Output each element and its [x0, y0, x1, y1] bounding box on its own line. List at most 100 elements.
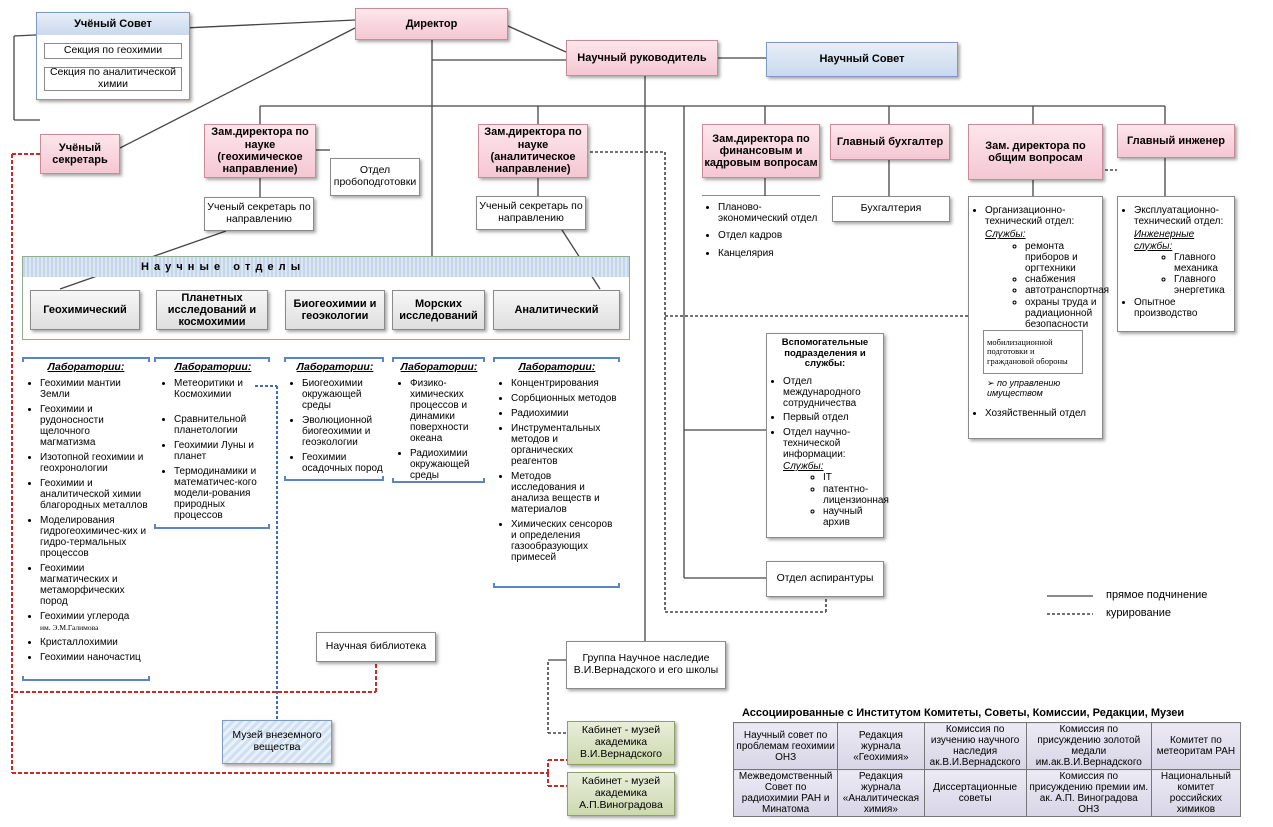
- assoc-cell[interactable]: Комиссия по присуждению золотой медали и…: [1025, 722, 1152, 770]
- lab-item: Эволюционной биогеохимии и геоэкологии: [302, 415, 384, 448]
- obsh-item: охраны труда и радиационной безопасности: [1025, 297, 1102, 331]
- assoc-title: Ассоциированные с Институтом Комитеты, С…: [742, 707, 1185, 719]
- zam-fin-box[interactable]: Зам.директора по финансовым и кадровым в…: [702, 124, 820, 178]
- lab-item: Кристаллохимии: [40, 637, 148, 648]
- otdel-bio[interactable]: Биогеохимии и геоэкологии: [285, 290, 385, 330]
- vspom-title: Вспомогательные подразделения и службы:: [781, 337, 869, 370]
- lab-item: Геохимии наночастиц: [40, 652, 148, 663]
- lab-item: Радиохимии окружающей среды: [410, 448, 484, 481]
- sec-napr-geo[interactable]: Ученый секретарь по направлению: [204, 197, 314, 231]
- vspom-box: Вспомогательные подразделения и службы: …: [766, 333, 889, 538]
- ing-list: Эксплуатационно-технический отдел: Инжен…: [1117, 196, 1235, 332]
- lab-item: Моделирования гидрогеохимичес-ких и гидр…: [40, 515, 148, 559]
- gruppa-box[interactable]: Группа Научное наследие В.И.Вернадского …: [566, 641, 726, 689]
- sekciya-anal[interactable]: Секция по аналитической химии: [44, 66, 182, 91]
- assoc-cell[interactable]: Комиссия по присуждению премии им. ак. А…: [1025, 769, 1152, 817]
- bracket-bio: [284, 357, 384, 362]
- lab-item: Геохимии и рудоносности щелочного магмат…: [40, 404, 148, 448]
- vspom-sluzhby: Службы:: [783, 461, 824, 473]
- otdel-probo-box[interactable]: Отдел пробоподготовки: [330, 158, 420, 196]
- ing-item: Главного энергетика: [1174, 274, 1234, 296]
- labs-plan: Лаборатории: Метеоритики и Космохимии Ср…: [158, 361, 268, 525]
- aspirant-box[interactable]: Отдел аспирантуры: [766, 561, 884, 597]
- lab-item: Сравнительной планетологии: [174, 414, 268, 436]
- bracket-plan: [154, 357, 270, 362]
- bracket-geo: [22, 357, 150, 362]
- lab-item: Геохимии и аналитической химии благородн…: [40, 478, 148, 511]
- lab-item: Геохимии магматических и метаморфических…: [40, 563, 148, 607]
- biblioteka-box[interactable]: Научная библиотека: [316, 632, 436, 662]
- assoc-cell[interactable]: Научный совет по проблемам геохимии ОНЗ: [732, 722, 839, 770]
- obsh-imush: ➢ по управлению имуществом: [987, 378, 1061, 399]
- vspom-sub: IT: [823, 472, 883, 483]
- obsh-sluzhby: Службы:: [985, 229, 1026, 241]
- assoc-table: Научный совет по проблемам геохимии ОНЗ …: [732, 722, 1242, 817]
- vspom-item: Отдел научно-технической информации: Слу…: [783, 426, 889, 529]
- obsh-item: ремонта приборов и оргтехники: [1025, 241, 1102, 275]
- lab-item: Концентрирования: [511, 378, 619, 389]
- labs-geo-header: Лаборатории:: [47, 361, 125, 373]
- lab-item: Химических сенсоров и определения газооб…: [511, 519, 619, 563]
- lab-item: Сорбционных методов: [511, 393, 619, 404]
- assoc-cell[interactable]: Комитет по метеоритам РАН: [1150, 722, 1242, 770]
- labs-geo: Лаборатории: Геохимии мантии Земли Геохи…: [24, 361, 148, 667]
- assoc-cell[interactable]: Национальный комитет российских химиков: [1150, 769, 1242, 817]
- labs-anal: Лаборатории: Концентрирования Сорбционны…: [495, 361, 619, 567]
- gl-ing-box[interactable]: Главный инженер: [1117, 124, 1235, 158]
- nauch-ruk-box[interactable]: Научный руководитель: [566, 40, 718, 76]
- fin-item: Канцелярия: [718, 248, 820, 259]
- ing-expl: Эксплуатационно-технический отдел: Инжен…: [1134, 205, 1234, 297]
- lab-item: Инструментальных методов и органических …: [511, 423, 619, 467]
- lab-item: Геохимии мантии Земли: [40, 378, 148, 400]
- buhgalteria-box[interactable]: Бухгалтерия: [832, 196, 950, 222]
- obsh-list: Организационно-технический отдел: Службы…: [968, 196, 1109, 439]
- lab-item: Физико-химических процессов и динамики п…: [410, 378, 484, 444]
- ing-sluzhby: Инженерные службы:: [1134, 229, 1195, 252]
- nauch-otdely-title: Н а у ч н ы е о т д е л ы: [23, 257, 629, 277]
- labs-plan-header: Лаборатории:: [174, 361, 252, 373]
- labs-mor-header: Лаборатории:: [400, 361, 478, 373]
- gl-buh-box[interactable]: Главный бухгалтер: [830, 124, 950, 160]
- kab-vernadsky-box[interactable]: Кабинет - музей академика В.И.Вернадског…: [567, 721, 675, 765]
- assoc-cell[interactable]: Комиссия по изучению научного наследия а…: [923, 722, 1027, 770]
- muzei-vnezem-box[interactable]: Музей внеземного вещества: [222, 720, 332, 764]
- uch-secretar-box[interactable]: Учёный секретарь: [40, 134, 120, 174]
- obsh-org: Организационно-технический отдел: Службы…: [985, 205, 1109, 331]
- vspom-item-label: Отдел научно-технической информации:: [783, 426, 851, 460]
- ing-item: Главного механика: [1174, 252, 1234, 274]
- legend-dashed: курирование: [1106, 607, 1171, 619]
- uchenyi-sovet-title: Учёный Совет: [37, 13, 189, 35]
- lab-item: Термодинамики и математичес-кого модели-…: [174, 466, 268, 521]
- obsh-imush-label: по управлению имуществом: [987, 378, 1061, 399]
- otdel-mor[interactable]: Морских исследований: [392, 290, 485, 330]
- otdel-anal[interactable]: Аналитический: [493, 290, 620, 330]
- nauch-otdely-panel: Н а у ч н ы е о т д е л ы: [22, 256, 630, 340]
- lab-item: Геохимии осадочных пород: [302, 452, 384, 474]
- zam-geo-box[interactable]: Зам.директора по науке (геохимическое на…: [204, 124, 316, 178]
- labs-bio: Лаборатории: Биогеохимии окружающей сред…: [286, 361, 384, 478]
- lab-item-label: Геохимии углерода: [40, 610, 130, 622]
- assoc-cell[interactable]: Межведомственный Совет по радиохимии РАН…: [732, 769, 839, 817]
- bracket-anal-bottom: [493, 583, 620, 588]
- obsh-mob: мобилизационной подготовки и граждановой…: [983, 330, 1083, 375]
- otdel-geo[interactable]: Геохимический: [30, 290, 140, 330]
- labs-anal-header: Лаборатории:: [518, 361, 596, 373]
- lab-item: Радиохимии: [511, 408, 619, 419]
- bracket-anal: [493, 357, 620, 362]
- sec-napr-anal[interactable]: Ученый секретарь по направлению: [476, 196, 586, 230]
- labs-bio-header: Лаборатории:: [296, 361, 374, 373]
- otdel-plan[interactable]: Планетных исследований и космохимии: [156, 290, 268, 330]
- director-box[interactable]: Директор: [355, 8, 508, 40]
- vspom-item: Первый отдел: [783, 412, 883, 423]
- bracket-mor-bottom: [392, 478, 485, 483]
- lab-item: Геохимии Луны и планет: [174, 440, 268, 462]
- assoc-cell[interactable]: Диссертационные советы: [923, 769, 1027, 817]
- zam-obsh-box[interactable]: Зам. директора по общим вопросам: [968, 124, 1103, 180]
- nauch-sovet-box[interactable]: Научный Совет: [766, 42, 958, 77]
- sekciya-geo[interactable]: Секция по геохимии: [44, 43, 182, 59]
- assoc-cell[interactable]: Редакция журнала «Геохимия»: [837, 722, 925, 770]
- zam-anal-box[interactable]: Зам.директора по науке (аналитическое на…: [478, 124, 588, 178]
- assoc-cell[interactable]: Редакция журнала «Аналитическая химия»: [837, 769, 925, 817]
- kab-vinogradov-box[interactable]: Кабинет - музей академика А.П.Виноградов…: [567, 772, 675, 816]
